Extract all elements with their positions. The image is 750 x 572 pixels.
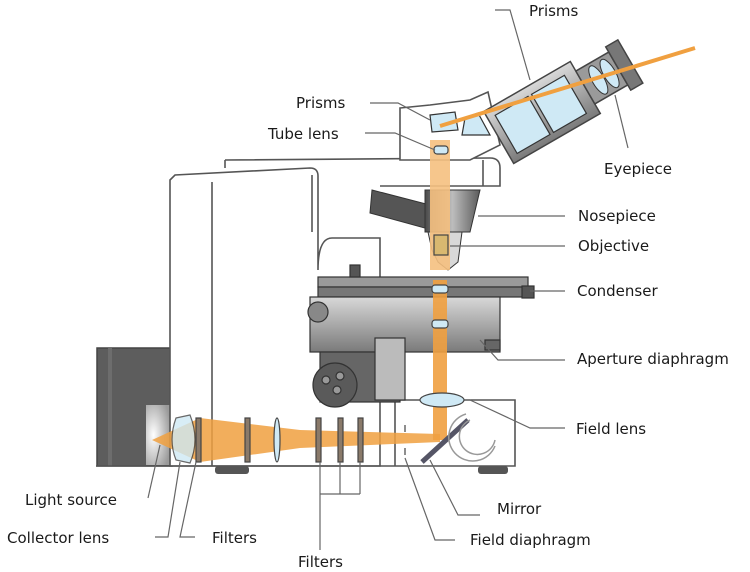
microscope-base: [96, 399, 516, 474]
nosepiece: [369, 189, 481, 271]
optical-elements: [171, 145, 496, 464]
label-filters-bottom: Filters: [298, 553, 343, 571]
label-nosepiece: Nosepiece: [578, 207, 656, 225]
label-eyepiece: Eyepiece: [604, 160, 672, 178]
label-tube-lens: Tube lens: [268, 125, 339, 143]
label-aperture-diaphragm: Aperture diaphragm: [577, 350, 729, 368]
lamp-housing: [96, 347, 173, 467]
label-mirror: Mirror: [497, 500, 542, 518]
label-filters-left: Filters: [212, 529, 257, 547]
label-prisms-top: Prisms: [529, 2, 579, 20]
label-objective: Objective: [578, 237, 650, 255]
label-field-diaphragm: Field diaphragm: [470, 531, 591, 549]
leader-lines: [147, 9, 629, 550]
label-condenser: Condenser: [577, 282, 658, 300]
label-field-lens: Field lens: [576, 420, 647, 438]
label-prisms: Prisms: [296, 94, 346, 112]
eyepiece-tube: [482, 38, 644, 165]
label-collector-lens: Collector lens: [7, 529, 110, 547]
label-light-source: Light source: [25, 491, 118, 509]
stage-assembly: [307, 264, 535, 408]
